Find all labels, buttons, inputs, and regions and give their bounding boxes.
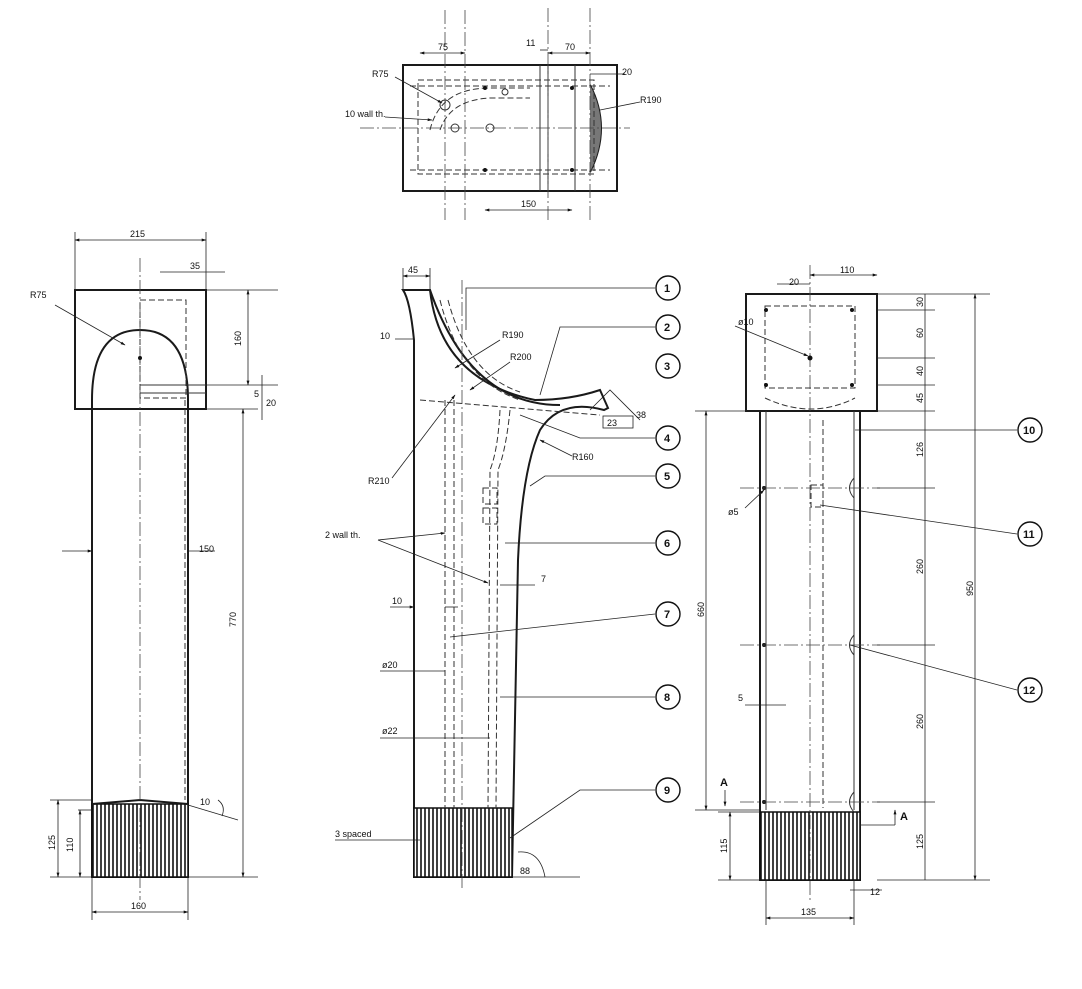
callout-7: 7 <box>655 601 681 627</box>
right-dim-126: 126 <box>915 442 925 457</box>
svg-text:5: 5 <box>664 471 670 483</box>
callout-1: 1 <box>655 275 681 301</box>
right-dim-30: 30 <box>915 297 925 307</box>
left-dim-r75: R75 <box>30 290 47 300</box>
svg-text:7: 7 <box>664 609 670 621</box>
right-dim-135: 135 <box>801 907 816 917</box>
svg-text:2: 2 <box>664 322 670 334</box>
svg-text:1: 1 <box>664 283 670 295</box>
callout-8: 8 <box>655 684 681 710</box>
callout-2: 2 <box>655 314 681 340</box>
svg-text:9: 9 <box>664 785 670 797</box>
right-dim-260a: 260 <box>915 559 925 574</box>
callout-5: 5 <box>655 463 681 489</box>
left-dim-150: 150 <box>199 544 214 554</box>
mid-dim-38: 38 <box>636 410 646 420</box>
top-view: 75 11 70 20 R75 R190 10 wall th. 150 <box>345 8 662 220</box>
callout-11: 11 <box>1017 521 1043 547</box>
right-dim-dia10: ø10 <box>738 317 754 327</box>
svg-text:8: 8 <box>664 692 670 704</box>
svg-text:11: 11 <box>1023 529 1035 541</box>
middle-view-base-hatch <box>413 807 513 878</box>
mid-dim-10b: 10 <box>392 596 402 606</box>
left-dim-215: 215 <box>130 229 145 239</box>
callout-12: 12 <box>1017 677 1043 703</box>
left-dim-160: 160 <box>233 331 243 346</box>
right-dim-5: 5 <box>738 693 743 703</box>
svg-text:4: 4 <box>664 433 671 445</box>
left-dim-770: 770 <box>228 612 238 627</box>
mid-dim-3-spaced: 3 spaced <box>335 829 372 839</box>
mid-dim-dia22: ø22 <box>382 726 398 736</box>
right-view: 20 110 ø10 30 60 40 45 126 260 260 125 6… <box>695 265 990 925</box>
left-dim-160-base: 160 <box>131 901 146 911</box>
right-dim-60: 60 <box>915 328 925 338</box>
mid-dim-dia20: ø20 <box>382 660 398 670</box>
right-dim-40: 40 <box>915 366 925 376</box>
top-dim-75: 75 <box>438 42 448 52</box>
section-marker-a-left: A <box>720 777 728 789</box>
right-dim-660: 660 <box>696 602 706 617</box>
top-dim-wall: 10 wall th. <box>345 109 386 119</box>
right-dim-260b: 260 <box>915 714 925 729</box>
right-dim-45: 45 <box>915 393 925 403</box>
left-dim-35: 35 <box>190 261 200 271</box>
svg-text:3: 3 <box>664 361 670 373</box>
left-dim-10deg: 10 <box>200 797 210 807</box>
middle-view: 45 10 R190 R200 R210 R160 38 23 2 wall t… <box>325 265 646 890</box>
svg-text:12: 12 <box>1023 685 1035 697</box>
mid-dim-2-wall: 2 wall th. <box>325 530 361 540</box>
callouts: 1 2 3 4 5 6 7 8 9 10 11 12 <box>449 275 1043 839</box>
top-dim-11: 11 <box>526 38 535 48</box>
right-view-head <box>745 293 878 412</box>
mid-dim-r190: R190 <box>502 330 524 340</box>
callout-6: 6 <box>655 530 681 556</box>
right-dim-950: 950 <box>965 581 975 596</box>
right-dim-115: 115 <box>719 839 729 853</box>
mid-dim-r210: R210 <box>368 476 390 486</box>
right-dim-125: 125 <box>915 834 925 849</box>
right-dim-110: 110 <box>840 265 854 275</box>
top-dim-r190: R190 <box>640 95 662 105</box>
left-dim-125: 125 <box>47 835 57 850</box>
top-view-outline <box>402 64 618 192</box>
mid-dim-r160: R160 <box>572 452 594 462</box>
top-dim-20: 20 <box>622 67 632 77</box>
right-dim-20: 20 <box>789 277 799 287</box>
callout-10: 10 <box>1017 417 1043 443</box>
callout-3: 3 <box>655 353 681 379</box>
top-dim-r75: R75 <box>372 69 389 79</box>
mid-dim-23: 23 <box>607 418 617 428</box>
top-dim-150: 150 <box>521 199 536 209</box>
left-dim-20: 20 <box>266 398 276 408</box>
left-dim-110: 110 <box>65 838 75 852</box>
mid-dim-45: 45 <box>408 265 418 275</box>
left-dim-5: 5 <box>254 389 259 399</box>
callout-4: 4 <box>655 425 681 451</box>
section-marker-a-right: A <box>900 811 908 823</box>
left-view: 215 35 R75 160 5 20 150 770 10 125 110 1… <box>30 229 278 920</box>
right-dim-12: 12 <box>870 887 880 897</box>
right-dim-dia5: ø5 <box>728 507 739 517</box>
mid-dim-10: 10 <box>380 331 390 341</box>
svg-text:10: 10 <box>1023 425 1035 437</box>
mid-dim-r200: R200 <box>510 352 532 362</box>
mid-dim-7: 7 <box>541 574 546 584</box>
mid-dim-88deg: 88 <box>520 866 530 876</box>
top-dim-70: 70 <box>565 42 575 52</box>
callout-9: 9 <box>655 777 681 803</box>
middle-view-outline <box>401 289 610 878</box>
svg-text:6: 6 <box>664 538 670 550</box>
left-view-head <box>74 289 207 410</box>
